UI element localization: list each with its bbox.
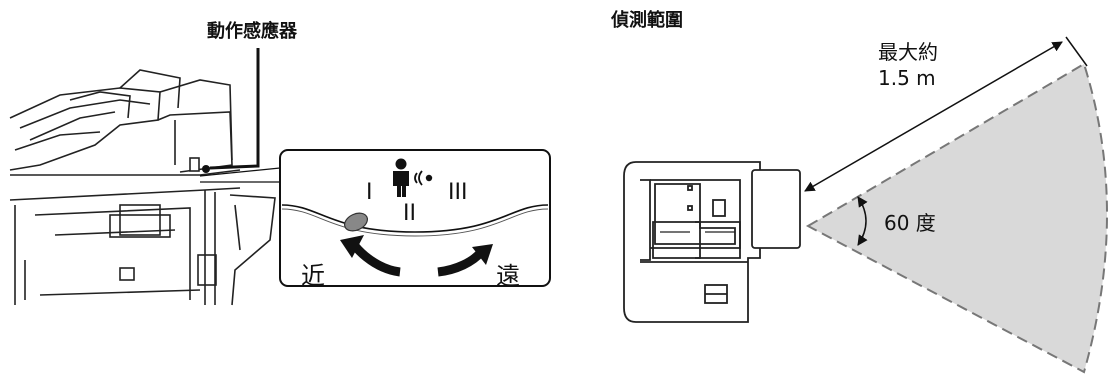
sensor-leader-line xyxy=(209,48,260,170)
dial-slot-edge xyxy=(281,204,549,233)
dial-position-2: II xyxy=(403,201,416,226)
distance-arrow xyxy=(804,41,1063,192)
dial-slot-shadow xyxy=(281,208,549,237)
distance-label-line2: 1.5 m xyxy=(878,66,936,90)
near-arrow-icon xyxy=(351,243,401,277)
callout-line-top xyxy=(199,167,281,177)
dial-knob xyxy=(344,212,368,232)
near-arrow-head xyxy=(340,235,364,258)
sensor-window xyxy=(189,157,200,172)
distance-label-line1: 最大約 xyxy=(878,40,938,64)
far-label: 遠 xyxy=(496,262,520,290)
sensor-dot xyxy=(202,165,210,173)
distance-extension-line xyxy=(1065,36,1088,67)
detection-range-title: 偵測範圍 xyxy=(611,10,683,31)
detection-cone xyxy=(805,62,1108,374)
dial-position-3: III xyxy=(448,180,468,205)
person-sensor-icon xyxy=(393,158,433,197)
far-arrow-head xyxy=(472,244,493,265)
printer-illustration xyxy=(9,69,276,306)
angle-arc xyxy=(857,196,868,246)
printer-side-view xyxy=(623,161,801,323)
near-label: 近 xyxy=(301,262,325,290)
angle-label: 60 度 xyxy=(884,211,936,235)
dial-position-1: I xyxy=(366,180,373,205)
motion-sensor-title: 動作感應器 xyxy=(207,21,297,42)
